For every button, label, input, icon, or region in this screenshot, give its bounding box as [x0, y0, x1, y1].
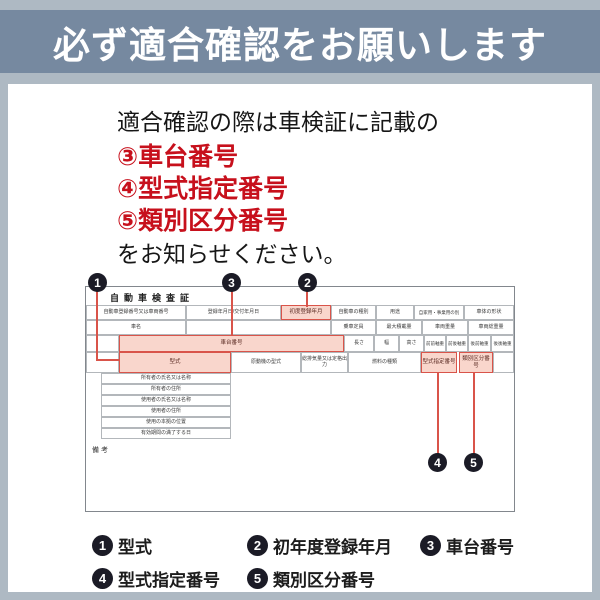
- marker-1-line-horizontal: [96, 359, 120, 361]
- page-title: 必ず適合確認をお願いします: [53, 24, 547, 66]
- marker-4-badge: 4: [428, 453, 447, 472]
- cert-cell-blank: [493, 352, 514, 373]
- intro-line-2: をお知らせください。: [117, 241, 347, 267]
- cert-cell-displacement: 総排気量又は定格出力: [301, 352, 348, 373]
- cert-cell-width: 幅: [374, 335, 399, 352]
- marker-3-badge: 3: [222, 273, 241, 292]
- cert-cell-car-name: 車名: [86, 320, 186, 335]
- marker-2-badge: 2: [298, 273, 317, 292]
- legend-label-chassis-number: 車台番号: [446, 538, 514, 557]
- legend-item-chassis-number: 3 車台番号: [420, 533, 514, 558]
- cert-cell-fuel-type: 燃料の種類: [348, 352, 421, 373]
- cert-cell-height: 高さ: [399, 335, 424, 352]
- intro-item-chassis-number: ③車台番号: [117, 143, 239, 171]
- marker-2-line: [306, 290, 308, 307]
- cert-cell-front-rear-axle: 前後軸重: [446, 335, 468, 352]
- cert-cell-gross-weight: 車両総重量: [468, 320, 514, 335]
- legend-label-model-code: 型式: [118, 538, 152, 557]
- header-banner: 必ず適合確認をお願いします: [0, 10, 600, 73]
- cert-cell-body-shape: 車体の形状: [464, 305, 514, 320]
- marker-3-line: [231, 290, 233, 336]
- cert-cell-seating-capacity: 乗車定員: [331, 320, 376, 335]
- marker-5-badge: 5: [464, 453, 483, 472]
- cell-classification-number: 類別区分番号: [459, 352, 493, 373]
- marker-1-line-vertical: [96, 290, 98, 361]
- cert-cell-vehicle-weight: 車両重量: [422, 320, 468, 335]
- cert-cell-base-location: 使用の本拠の位置: [101, 417, 231, 428]
- cert-cell-rear-rear-axle: 後後軸重: [491, 335, 514, 352]
- legend-label-type-designation-number: 型式指定番号: [118, 571, 220, 590]
- legend-badge-5: 5: [247, 568, 268, 589]
- cert-cell-registration-number: 自動車登録番号又は車両番号: [86, 305, 186, 320]
- cert-cell-max-load: 最大積載量: [376, 320, 422, 335]
- legend-badge-2: 2: [247, 535, 268, 556]
- cert-cell-vehicle-kind: 自動車の種別: [331, 305, 376, 320]
- cert-cell-use: 用途: [376, 305, 414, 320]
- cert-cell-owner-address: 所有者の住所: [101, 384, 231, 395]
- marker-4-line: [437, 372, 439, 455]
- cert-cell-registration-date: 登録年月日/交付年月日: [186, 305, 281, 320]
- certificate-title: 自動車検査証: [110, 293, 195, 303]
- marker-1-badge: 1: [88, 273, 107, 292]
- certificate-diagram: 自動車検査証 自動車登録番号又は車両番号 登録年月日/交付年月日 初度登録年月 …: [85, 286, 515, 512]
- cert-cell-user-name: 使用者の氏名又は名称: [101, 395, 231, 406]
- cert-cell-length: 長さ: [344, 335, 374, 352]
- cell-type-designation-number: 型式指定番号: [421, 352, 457, 373]
- intro-line-1: 適合確認の際は車検証に記載の: [117, 109, 439, 135]
- cert-cell-rear-front-axle: 後前軸重: [468, 335, 491, 352]
- cert-cell-blank: [86, 352, 119, 373]
- cert-cell-engine-model: 原動機の型式: [231, 352, 301, 373]
- marker-5-line: [473, 372, 475, 455]
- legend-badge-3: 3: [420, 535, 441, 556]
- intro-item-type-designation-number: ④型式指定番号: [117, 175, 289, 203]
- intro-item-classification-number: ⑤類別区分番号: [117, 207, 289, 235]
- legend-item-first-registration: 2 初年度登録年月: [247, 533, 392, 558]
- cert-cell-blank: [186, 320, 331, 335]
- cert-cell-blank: [86, 335, 119, 352]
- legend-item-type-designation-number: 4 型式指定番号: [92, 566, 220, 591]
- cell-model-code: 型式: [119, 352, 231, 373]
- cert-cell-expiry-date: 有効期間の満了する日: [101, 428, 231, 439]
- cert-cell-front-front-axle: 前前軸重: [424, 335, 446, 352]
- legend-badge-4: 4: [92, 568, 113, 589]
- legend-item-classification-number: 5 類別区分番号: [247, 566, 375, 591]
- cell-first-registration: 初度登録年月: [281, 305, 331, 320]
- legend-label-classification-number: 類別区分番号: [273, 571, 375, 590]
- legend-label-first-registration: 初年度登録年月: [273, 538, 392, 557]
- cert-cell-owner-name: 所有者の氏名又は名称: [101, 373, 231, 384]
- cert-cell-private-business: 自家用・事業用の別: [414, 305, 464, 320]
- legend-item-model-code: 1 型式: [92, 533, 152, 558]
- cell-chassis-number: 車台番号: [119, 335, 344, 352]
- legend-badge-1: 1: [92, 535, 113, 556]
- cert-remarks-label: 備考: [92, 447, 110, 454]
- cert-cell-user-address: 使用者の住所: [101, 406, 231, 417]
